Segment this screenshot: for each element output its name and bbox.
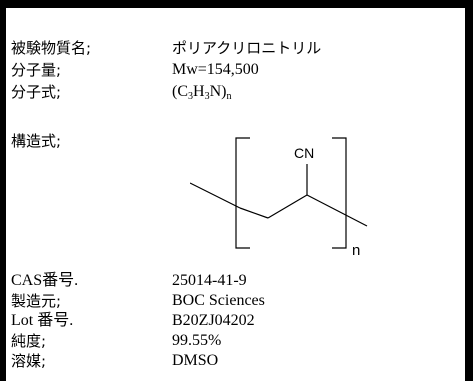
value-lot: B20ZJ04202	[172, 312, 255, 329]
bond-ch2	[239, 207, 269, 219]
row-lot: Lot 番号. B20ZJ04202	[0, 311, 473, 331]
bond-left	[190, 182, 241, 209]
label-molecular-formula: 分子式;	[11, 83, 62, 101]
row-solvent: 溶媒; DMSO	[0, 351, 473, 371]
row-structural-formula: 構造式;	[0, 131, 473, 151]
formula-h: H	[193, 83, 205, 100]
value-cas: 25014-41-9	[172, 272, 247, 289]
label-molecular-weight: 分子量;	[11, 61, 62, 79]
value-purity: 99.55%	[172, 332, 222, 349]
formula-sub-c: 3	[188, 91, 193, 102]
formula-n: N)	[209, 83, 227, 100]
label-cas: CAS番号.	[11, 272, 79, 289]
label-manufacturer: 製造元;	[11, 292, 62, 310]
row-purity: 純度; 99.55%	[0, 331, 473, 351]
value-solvent: DMSO	[172, 352, 219, 369]
bond-ch	[267, 194, 308, 219]
label-purity: 純度;	[11, 332, 47, 350]
formula-open: (C	[172, 83, 188, 100]
value-molecular-weight: Mw=154,500	[172, 61, 259, 78]
row-substance-name: 被験物質名; ポリアクリロニトリル	[0, 38, 473, 58]
label-structural-formula: 構造式;	[11, 132, 62, 150]
formula-sub-h: 3	[204, 91, 210, 102]
label-lot: Lot 番号.	[11, 312, 74, 329]
value-manufacturer: BOC Sciences	[172, 292, 265, 309]
bond-right	[306, 194, 368, 227]
group-cn: CN	[294, 145, 314, 161]
value-substance-name: ポリアクリロニトリル	[172, 39, 322, 57]
structural-formula-diagram: CN n	[190, 137, 368, 259]
label-solvent: 溶媒;	[11, 352, 47, 370]
row-molecular-formula: 分子式; (C3H3N)n	[0, 82, 473, 102]
value-molecular-formula: (C3H3N)n	[172, 82, 231, 107]
row-manufacturer: 製造元; BOC Sciences	[0, 291, 473, 311]
bracket-left	[235, 137, 250, 249]
label-substance-name: 被験物質名;	[11, 39, 92, 57]
repeat-n: n	[352, 242, 360, 259]
row-molecular-weight: 分子量; Mw=154,500	[0, 60, 473, 80]
row-cas: CAS番号. 25014-41-9	[0, 271, 473, 291]
formula-sub-n: n	[226, 91, 232, 102]
bracket-right	[332, 137, 347, 249]
